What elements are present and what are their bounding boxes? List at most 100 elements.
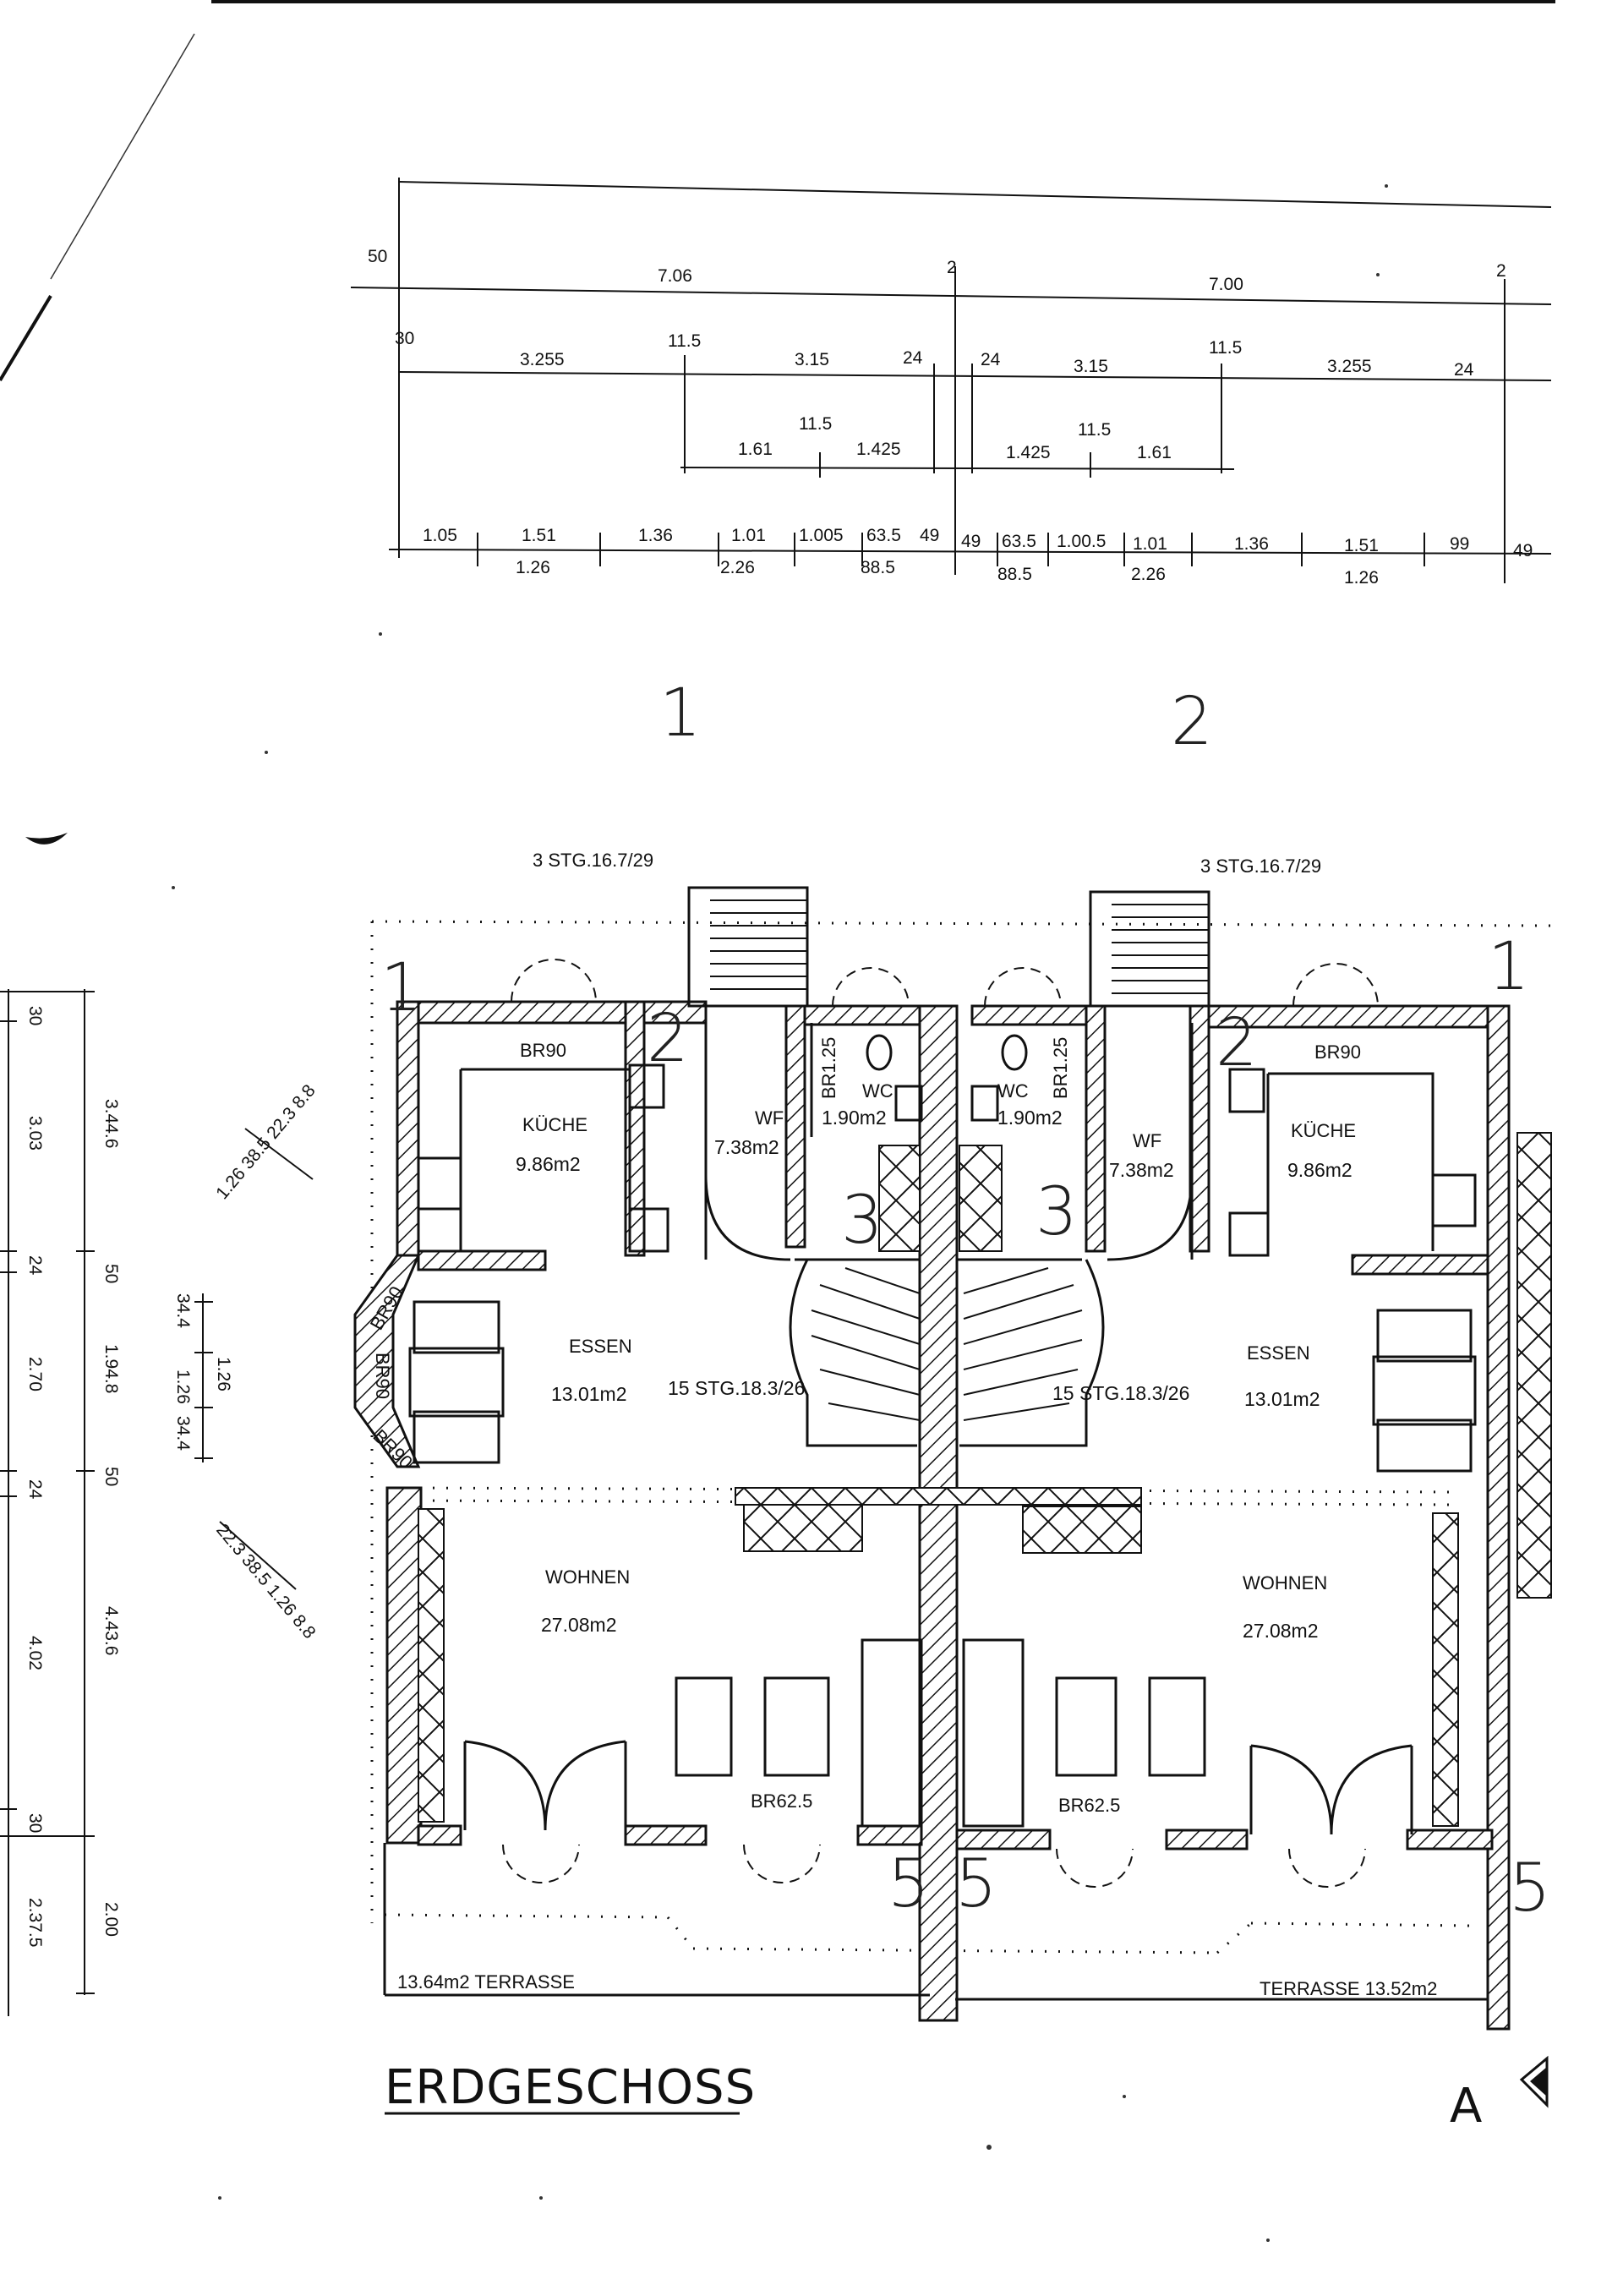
- door-swings: [502, 959, 1379, 1888]
- svg-text:1.26 38.5 22.3 8.8: 1.26 38.5 22.3 8.8: [212, 1081, 319, 1203]
- svg-text:4.43.6: 4.43.6: [101, 1606, 121, 1655]
- svg-text:1.425: 1.425: [1006, 443, 1051, 462]
- scan-noise: [172, 184, 1388, 2242]
- svg-text:11.5: 11.5: [1209, 338, 1242, 358]
- svg-text:1.90m2: 1.90m2: [822, 1107, 887, 1129]
- plan-title: ERDGESCHOSS: [385, 2060, 755, 2115]
- svg-text:2.00: 2.00: [101, 1902, 121, 1937]
- svg-text:1.01: 1.01: [731, 526, 766, 545]
- svg-text:30: 30: [25, 1006, 45, 1025]
- svg-text:1.26: 1.26: [1344, 568, 1379, 588]
- svg-text:3.03: 3.03: [25, 1116, 45, 1151]
- svg-text:1.005: 1.005: [799, 526, 844, 545]
- svg-text:2: 2: [1216, 1005, 1258, 1081]
- svg-text:1.425: 1.425: [856, 440, 901, 459]
- svg-text:34.4: 34.4: [173, 1416, 193, 1451]
- svg-text:5: 5: [1509, 1850, 1551, 1927]
- left-dimension-chain: [0, 989, 314, 2016]
- room-dining-left: ESSEN: [569, 1336, 632, 1357]
- room-wc-left: WC: [862, 1080, 893, 1102]
- house-number-1: 1: [659, 675, 702, 752]
- svg-text:3.44.6: 3.44.6: [101, 1099, 121, 1148]
- svg-text:1.36: 1.36: [638, 526, 673, 545]
- svg-text:A: A: [1450, 2079, 1483, 2134]
- svg-text:63.5: 63.5: [866, 526, 901, 545]
- svg-text:BR1.25: BR1.25: [1050, 1037, 1071, 1099]
- svg-text:BR62.5: BR62.5: [1058, 1795, 1120, 1816]
- svg-text:1.00.5: 1.00.5: [1057, 532, 1106, 551]
- svg-text:1.51: 1.51: [522, 526, 556, 545]
- svg-text:BR90: BR90: [1314, 1041, 1361, 1063]
- svg-text:3.15: 3.15: [1074, 357, 1108, 376]
- svg-text:13.01m2: 13.01m2: [1244, 1388, 1320, 1410]
- svg-text:2.70: 2.70: [25, 1357, 45, 1391]
- svg-text:22.3 38.5 1.26 8.8: 22.3 38.5 1.26 8.8: [212, 1520, 319, 1642]
- svg-text:1.26: 1.26: [214, 1357, 233, 1391]
- svg-text:30: 30: [25, 1813, 45, 1833]
- section-marker: A: [1450, 2055, 1549, 2134]
- room-dining-right: ESSEN: [1247, 1342, 1310, 1364]
- svg-text:50: 50: [368, 247, 387, 266]
- svg-text:50: 50: [101, 1467, 121, 1486]
- room-living-left: WOHNEN: [545, 1566, 630, 1588]
- svg-text:2.26: 2.26: [1131, 565, 1166, 584]
- room-living-right: WOHNEN: [1243, 1572, 1327, 1594]
- svg-text:1.61: 1.61: [1137, 443, 1172, 462]
- svg-text:49: 49: [920, 526, 939, 545]
- svg-text:24: 24: [1454, 360, 1474, 380]
- svg-text:2: 2: [647, 1001, 689, 1077]
- room-wf-left: WF: [755, 1107, 784, 1129]
- rooms-left: KÜCHE 9.86m2 WF 7.38m2 WC 1.90m2 ESSEN 1…: [397, 1080, 893, 1993]
- left-dimension-labels: 30 3.03 24 2.70 24 4.02 30 2.37.5 3.44.6…: [25, 1006, 320, 1947]
- house-number-2: 2: [1171, 684, 1213, 760]
- top-dimension-chain: [350, 178, 1552, 583]
- svg-text:1: 1: [1488, 929, 1530, 1005]
- svg-text:24: 24: [25, 1255, 45, 1276]
- svg-text:3: 3: [1036, 1174, 1078, 1250]
- svg-text:24: 24: [25, 1479, 45, 1500]
- rooms-right: KÜCHE 9.86m2 WF 7.38m2 WC 1.90m2 ESSEN 1…: [997, 1080, 1437, 1999]
- svg-text:49: 49: [1513, 541, 1533, 560]
- terrace-left: 13.64m2 TERRASSE: [397, 1971, 575, 1993]
- svg-text:3.255: 3.255: [520, 350, 565, 369]
- svg-text:1.90m2: 1.90m2: [997, 1107, 1063, 1129]
- svg-text:5: 5: [888, 1846, 930, 1922]
- room-kitchen-left: KÜCHE: [522, 1114, 587, 1135]
- stairs-right: 15 STG.18.3/26: [1052, 1382, 1189, 1404]
- svg-text:13.01m2: 13.01m2: [551, 1383, 627, 1405]
- svg-text:2.26: 2.26: [720, 558, 755, 577]
- svg-text:11.5: 11.5: [668, 331, 701, 351]
- axis-markers: 1 2 3 5 5 3 2 1 5: [380, 929, 1551, 1927]
- svg-text:BR62.5: BR62.5: [751, 1790, 812, 1812]
- svg-text:3: 3: [841, 1183, 883, 1259]
- svg-text:11.5: 11.5: [1078, 420, 1111, 440]
- svg-text:4.02: 4.02: [25, 1636, 45, 1670]
- svg-text:11.5: 11.5: [799, 414, 832, 434]
- svg-text:9.86m2: 9.86m2: [1287, 1159, 1352, 1181]
- svg-text:1.26: 1.26: [173, 1369, 193, 1404]
- svg-text:BR90: BR90: [372, 1353, 393, 1399]
- svg-text:1.36: 1.36: [1234, 534, 1269, 554]
- svg-text:5: 5: [955, 1846, 997, 1922]
- svg-text:1: 1: [380, 950, 423, 1026]
- svg-text:27.08m2: 27.08m2: [1243, 1620, 1319, 1642]
- stair-treads: [710, 899, 1209, 1421]
- svg-text:2: 2: [1496, 261, 1506, 281]
- walls: [353, 1000, 1511, 2031]
- stair-label-left: 3 STG.16.7/29: [533, 850, 653, 871]
- svg-text:7.00: 7.00: [1209, 275, 1243, 294]
- svg-text:88.5: 88.5: [997, 565, 1032, 584]
- svg-text:88.5: 88.5: [861, 558, 895, 577]
- svg-text:49: 49: [961, 532, 981, 551]
- room-kitchen-right: KÜCHE: [1291, 1120, 1356, 1141]
- room-wc-right: WC: [997, 1080, 1029, 1102]
- wc-fixtures: [866, 1034, 1028, 1122]
- svg-text:9.86m2: 9.86m2: [516, 1153, 581, 1175]
- svg-text:1.26: 1.26: [516, 558, 550, 577]
- stud-walls: [418, 1132, 1552, 1827]
- svg-text:24: 24: [981, 350, 1001, 369]
- svg-text:7.38m2: 7.38m2: [714, 1136, 779, 1158]
- svg-text:30: 30: [395, 329, 414, 348]
- svg-text:99: 99: [1450, 534, 1469, 554]
